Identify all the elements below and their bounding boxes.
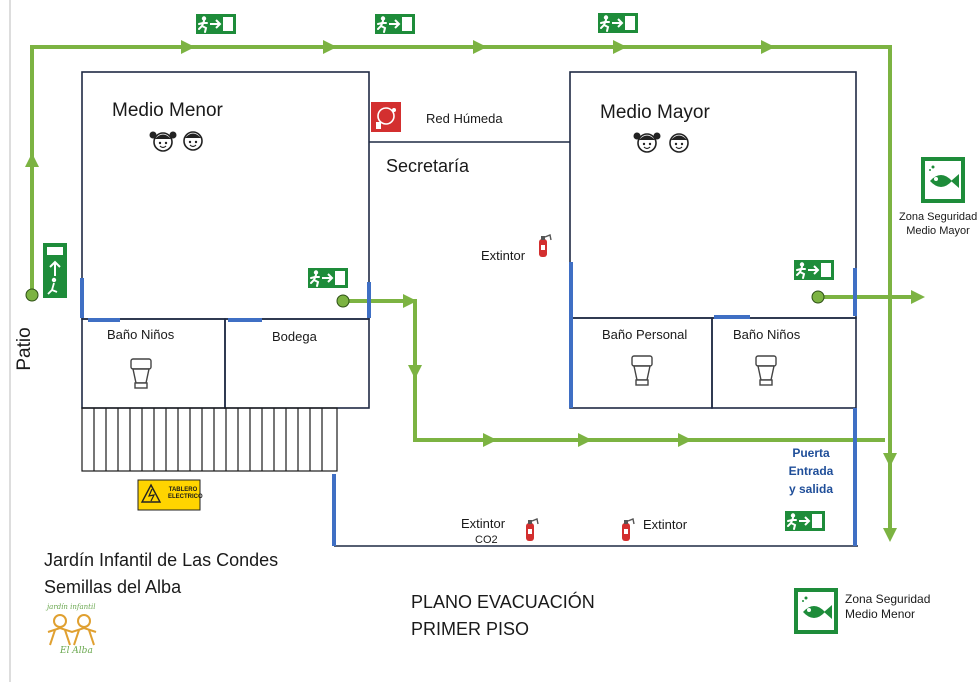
school-name: Jardín Infantil de Las Condes Semillas d… [44,547,278,601]
exit-sign-icon [793,259,835,281]
child-face-icon [183,131,203,151]
exit-sign-icon [597,12,639,34]
plan-title-line-2: PRIMER PISO [411,619,530,639]
school-logo-icon [47,614,97,646]
zona-menor-line-1: Zona Seguridad [845,592,931,606]
exit-sign-icon [307,267,349,289]
school-name-line-2: Semillas del Alba [44,577,182,597]
tablero-line-1: TABLERO [168,487,198,493]
toilet-icon [631,355,653,386]
secretaria-label: Secretaría [386,156,470,176]
puerta-line-3: y salida [788,482,834,496]
extintor-label-1: Extintor [481,248,526,263]
bano-ninos-mayor-label: Baño Niños [733,327,801,342]
electric-panel-label: TABLERO ELECTRICO [168,487,203,501]
plan-title-line-1: PLANO EVACUACIÓN [411,592,595,612]
route-patio-top [30,45,892,530]
start-point-mayor [811,290,825,304]
walls [81,71,858,547]
zona-seguridad-menor-label: Zona Seguridad Medio Menor [845,592,930,622]
child-face-icon [150,132,177,152]
child-face-icon [669,133,689,153]
medio-mayor-label: Medio Mayor [600,102,710,123]
safety-zone-fish-icon [921,157,965,203]
medio-menor-label: Medio Menor [112,100,223,121]
bano-ninos-menor-label: Baño Niños [107,327,175,342]
zona-menor-line-2: Medio Menor [845,607,916,621]
extintor-label-2: Extintor [461,516,506,531]
extinguisher-icon [525,518,539,542]
puerta-line-2: Entrada [788,464,834,478]
start-point-patio [25,288,39,302]
exit-sign-icon [784,510,826,532]
puerta-entrada-label: Puerta Entrada y salida [783,444,839,498]
plan-title: PLANO EVACUACIÓN PRIMER PISO [411,589,595,643]
bano-personal-label: Baño Personal [602,327,688,342]
zona-mayor-line-2: Medio Mayor [906,225,970,237]
route-menor-exit [343,299,885,442]
puerta-line-1: Puerta [792,446,830,460]
safety-zone-fish-icon [794,588,838,634]
tablero-line-2: ELECTRICO [168,494,203,500]
extintor-label-3: Extintor [643,517,688,532]
zona-mayor-line-1: Zona Seguridad [899,211,978,223]
electric-hazard-icon [137,479,201,511]
exit-up-icon [43,243,67,298]
start-point-menor [336,294,350,308]
fire-hose-icon [371,102,401,132]
logo-text-top: jardín infantil [47,603,96,611]
doors [80,262,857,546]
red-humeda-label: Red Húmeda [426,111,503,126]
bodega-label: Bodega [272,329,317,344]
child-face-icon [634,133,661,153]
extinguisher-icon [621,518,635,542]
toilet-icon [130,358,152,389]
toilet-icon [755,355,777,386]
co2-label: CO2 [475,534,498,546]
room-bano-ninos-mayor [711,317,857,409]
zona-seguridad-mayor-label: Zona Seguridad Medio Mayor [899,210,977,238]
school-name-line-1: Jardín Infantil de Las Condes [44,550,279,570]
extinguisher-icon [538,234,552,258]
exit-sign-icon [195,13,237,35]
exit-sign-icon [374,13,416,35]
stairs [81,407,338,472]
patio-label: Patio [14,327,35,371]
logo-text-bottom: El Alba [60,646,93,656]
